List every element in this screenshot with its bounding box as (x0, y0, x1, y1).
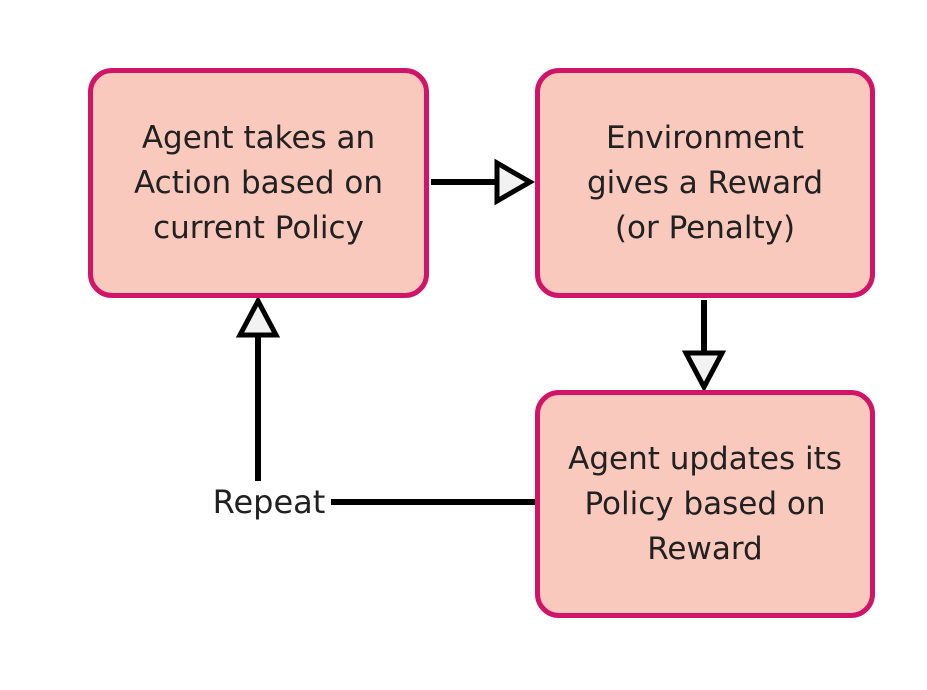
arrowhead-right-icon (494, 158, 536, 206)
node-text-line: Environment (606, 119, 804, 156)
node-text-line: current Policy (153, 209, 364, 246)
node-text-line: Agent takes an (141, 119, 376, 156)
node-text-line: Reward (647, 530, 763, 567)
node-agent-update: Agent updates its Policy based on Reward (535, 390, 875, 618)
node-text-line: gives a Reward (586, 164, 823, 201)
node-text-line: (or Penalty) (614, 209, 796, 246)
node-agent-action: Agent takes an Action based on current P… (88, 68, 429, 298)
node-text-line: Agent updates its (568, 440, 842, 477)
arrowhead-up-icon (235, 295, 281, 338)
arrowhead-down-icon (681, 350, 727, 393)
node-text-line: Policy based on (584, 485, 826, 522)
node-environment-reward: Environment gives a Reward (or Penalty) (535, 68, 875, 298)
repeat-label: Repeat (212, 483, 326, 521)
node-text-line: Action based on (134, 164, 383, 201)
